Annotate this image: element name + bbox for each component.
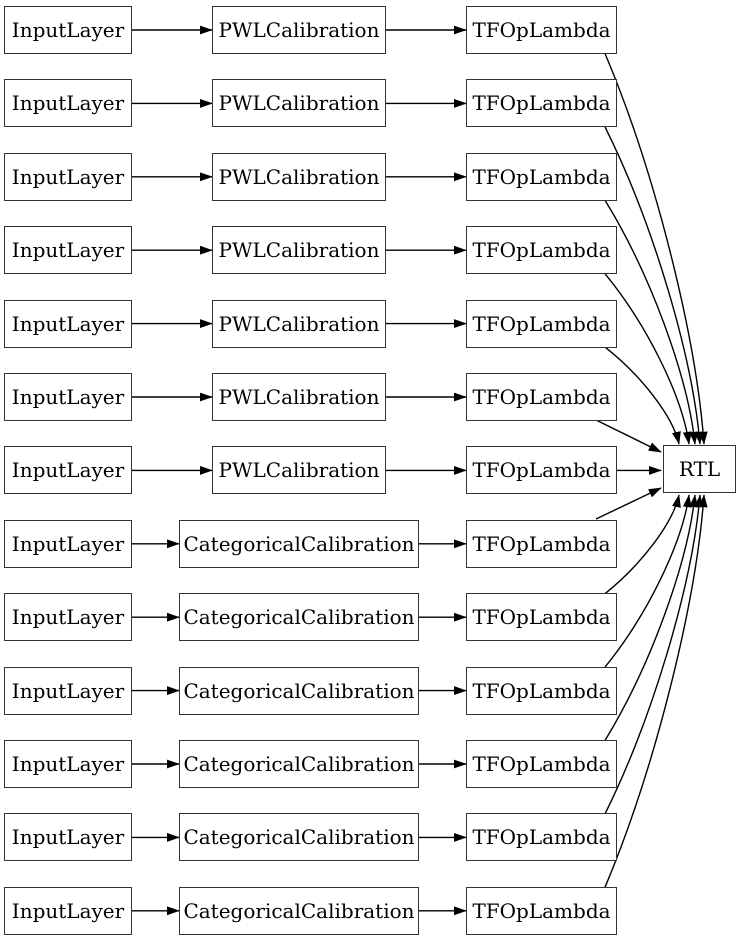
node-categorical-calibration: CategoricalCalibration [179,813,419,862]
node-categorical-calibration: CategoricalCalibration [179,886,419,935]
node-categorical-calibration: CategoricalCalibration [179,593,419,642]
edge-lambda-to-rtl-4 [604,346,681,445]
edge-lambda-to-rtl-11 [604,494,704,815]
edge-lambda-to-rtl-2 [604,199,699,445]
node-categorical-calibration: CategoricalCalibration [179,666,419,715]
node-pwl-calibration: PWLCalibration [212,299,386,348]
node-pwl-calibration: PWLCalibration [212,152,386,201]
edge-lambda-to-rtl-3 [604,273,692,445]
node-inputlayer: InputLayer [4,886,132,935]
edge-lambda-to-rtl-9 [604,494,692,668]
node-tfoplambda: TFOpLambda [466,593,617,642]
edge-lambda-to-rtl-12 [604,494,708,888]
node-pwl-calibration: PWLCalibration [212,373,386,421]
edge-lambda-to-rtl-1 [604,126,704,445]
node-tfoplambda: TFOpLambda [466,740,617,788]
node-categorical-calibration: CategoricalCalibration [179,740,419,788]
node-inputlayer: InputLayer [4,152,132,201]
node-inputlayer: InputLayer [4,446,132,495]
node-tfoplambda: TFOpLambda [466,813,617,862]
node-tfoplambda: TFOpLambda [466,299,617,348]
node-pwl-calibration: PWLCalibration [212,79,386,128]
node-inputlayer: InputLayer [4,373,132,421]
node-pwl-calibration: PWLCalibration [212,226,386,275]
node-tfoplambda: TFOpLambda [466,666,617,715]
node-pwl-calibration: PWLCalibration [212,446,386,495]
node-inputlayer: InputLayer [4,740,132,788]
edge-lambda-to-rtl-10 [604,494,699,741]
node-rtl: RTL [663,445,736,493]
node-pwl-calibration: PWLCalibration [212,6,386,54]
node-tfoplambda: TFOpLambda [466,373,617,421]
edge-lambda-to-rtl-7 [595,487,662,520]
node-categorical-calibration: CategoricalCalibration [179,519,419,568]
node-tfoplambda: TFOpLambda [466,79,617,128]
node-inputlayer: InputLayer [4,519,132,568]
node-tfoplambda: TFOpLambda [466,886,617,935]
node-tfoplambda: TFOpLambda [466,519,617,568]
node-inputlayer: InputLayer [4,299,132,348]
node-inputlayer: InputLayer [4,226,132,275]
node-tfoplambda: TFOpLambda [466,226,617,275]
edge-lambda-to-rtl-0 [604,53,708,445]
node-inputlayer: InputLayer [4,79,132,128]
node-inputlayer: InputLayer [4,813,132,862]
node-inputlayer: InputLayer [4,593,132,642]
edge-lambda-to-rtl-5 [595,419,662,453]
node-tfoplambda: TFOpLambda [466,152,617,201]
edge-lambda-to-rtl-8 [604,494,681,595]
node-tfoplambda: TFOpLambda [466,446,617,495]
node-inputlayer: InputLayer [4,666,132,715]
node-inputlayer: InputLayer [4,6,132,54]
node-tfoplambda: TFOpLambda [466,6,617,54]
